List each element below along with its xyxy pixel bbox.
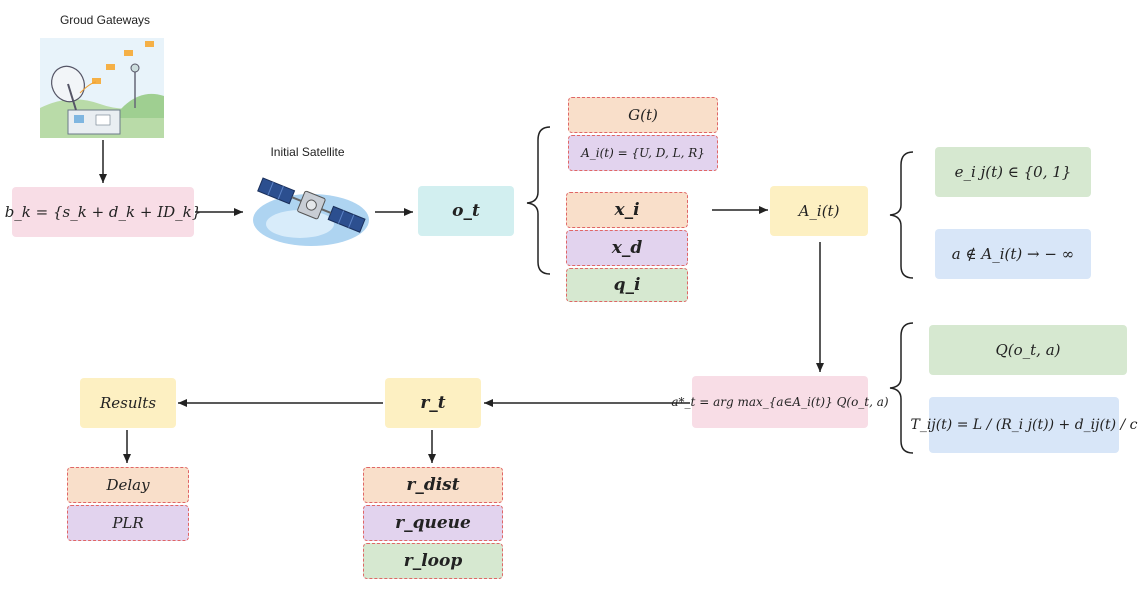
plr-label: PLR xyxy=(112,514,144,532)
rqueue-label: r_queue xyxy=(395,513,471,533)
xd-label: x_d xyxy=(611,238,643,258)
eij-box: e_i j(t) ∈ {0, 1} xyxy=(935,147,1091,197)
astar-label: a*_t = arg max_{a∈A_i(t)} Q(o_t, a) xyxy=(671,395,889,409)
qi-label: q_i xyxy=(613,275,641,295)
rloop-label: r_loop xyxy=(403,551,463,571)
rdist-label: r_dist xyxy=(406,475,460,495)
bk-box: b_k = {s_k + d_k + ID_k} xyxy=(5,187,201,237)
astar-box: a*_t = arg max_{a∈A_i(t)} Q(o_t, a) xyxy=(671,376,889,428)
delay-label: Delay xyxy=(106,476,150,494)
ground-gateway-illustration xyxy=(40,38,164,138)
xi-label: x_i xyxy=(614,200,640,220)
rloop-box: r_loop xyxy=(363,543,503,579)
xi-box: x_i xyxy=(566,192,688,228)
ot-label: o_t xyxy=(452,201,480,221)
q-box: Q(o_t, a) xyxy=(929,325,1127,375)
a-notin-box: a ∉ A_i(t) → − ∞ xyxy=(935,229,1091,279)
gt-box: G(t) xyxy=(568,97,718,133)
plr-box: PLR xyxy=(67,505,189,541)
eij-label: e_i j(t) ∈ {0, 1} xyxy=(954,163,1072,181)
tij-label: T_ij(t) = L / (R_i j(t)) + d_ij(t) / c xyxy=(910,417,1138,433)
ait-set-box: A_i(t) = {U, D, L, R} xyxy=(568,135,718,171)
brace-q-value xyxy=(889,322,914,454)
satellite-label: Initial Satellite xyxy=(270,145,345,159)
rt-label: r_t xyxy=(420,393,446,413)
ait-set-label: A_i(t) = {U, D, L, R} xyxy=(581,146,705,160)
rdist-box: r_dist xyxy=(363,467,503,503)
gt-label: G(t) xyxy=(628,106,658,124)
ot-box: o_t xyxy=(418,186,514,236)
rqueue-box: r_queue xyxy=(363,505,503,541)
qi-box: q_i xyxy=(566,268,688,302)
q-label: Q(o_t, a) xyxy=(995,341,1061,359)
results-box: Results xyxy=(80,378,176,428)
a-notin-label: a ∉ A_i(t) → − ∞ xyxy=(951,245,1075,263)
tij-box: T_ij(t) = L / (R_i j(t)) + d_ij(t) / c xyxy=(911,397,1137,453)
satellite-illustration xyxy=(253,177,369,246)
xd-box: x_d xyxy=(566,230,688,266)
gateway-label: Groud Gateways xyxy=(59,13,151,27)
rt-box: r_t xyxy=(385,378,481,428)
delay-box: Delay xyxy=(67,467,189,503)
ait-label: A_i(t) xyxy=(798,202,840,220)
brace-observation xyxy=(526,126,551,275)
bk-formula: b_k = {s_k + d_k + ID_k} xyxy=(4,203,202,221)
brace-action-mask xyxy=(889,151,914,279)
results-label: Results xyxy=(99,394,157,412)
ait-box: A_i(t) xyxy=(770,186,868,236)
